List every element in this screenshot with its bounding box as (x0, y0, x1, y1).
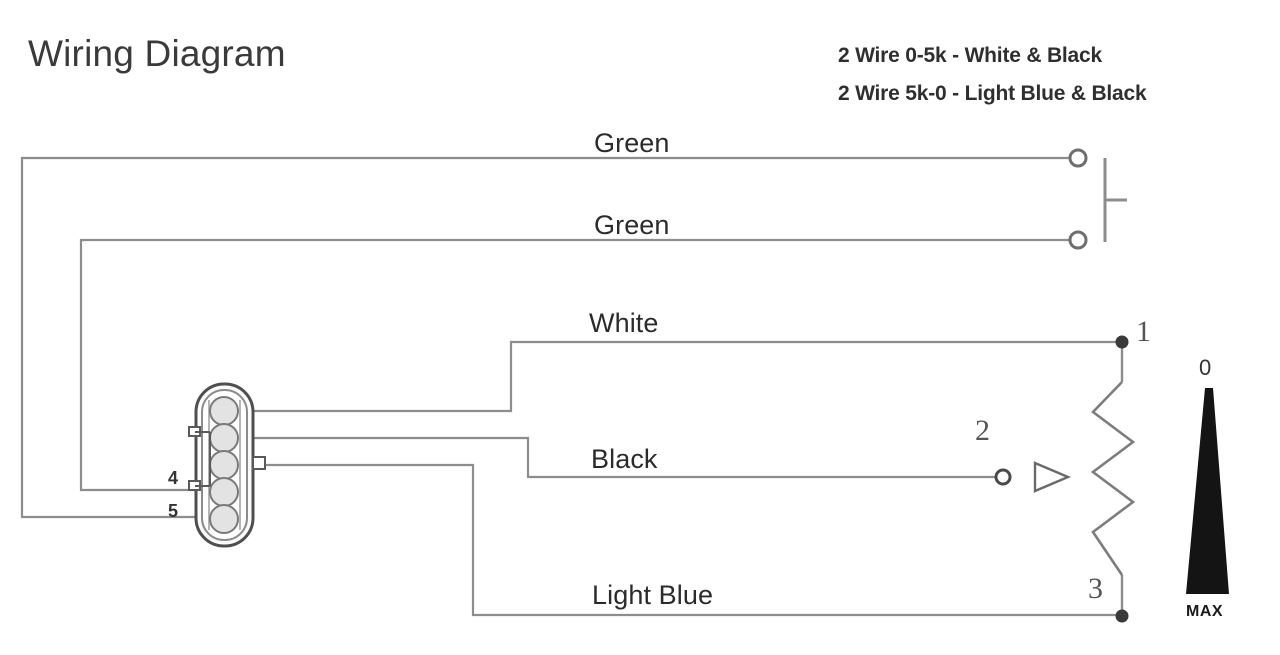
connector-pin-label-4: 4 (168, 468, 179, 488)
terminal-dot-1 (1115, 335, 1129, 349)
wire-green-lower (79, 238, 1080, 492)
scale-label-zero: 0 (1199, 355, 1212, 380)
wiper-arrow-icon (1033, 461, 1072, 493)
contact-terminal-upper (1068, 148, 1088, 168)
wire-label-black: Black (591, 444, 658, 474)
legend-line-1: 2 Wire 0-5k - White & Black (838, 44, 1102, 67)
wiper-dot (994, 468, 1012, 486)
terminal-dot-3 (1115, 609, 1129, 623)
wire-white (250, 340, 1124, 413)
wire-black (250, 436, 1005, 479)
connector-tab-right (252, 456, 266, 470)
legend-line-2: 2 Wire 5k-0 - Light Blue & Black (838, 82, 1147, 105)
wire-green-upper (20, 156, 1080, 519)
page-title: Wiring Diagram (28, 33, 286, 74)
connector-pin-1 (209, 396, 239, 426)
wire-label-white: White (589, 308, 659, 338)
wire-label-green-lower: Green (594, 210, 670, 240)
connector-pin-2 (209, 423, 239, 453)
wire-label-light-blue: Light Blue (592, 580, 714, 610)
scale-label-max: MAX (1186, 603, 1224, 620)
connector-body (188, 382, 266, 548)
scale-wedge (1186, 388, 1229, 594)
contact-switch-symbol (1068, 148, 1127, 250)
terminal-label-1: 1 (1136, 315, 1151, 348)
connector-pin-label-5: 5 (168, 501, 179, 521)
connector-pin-4 (209, 477, 239, 507)
contact-terminal-lower (1068, 230, 1088, 250)
resistor-zigzag (1090, 381, 1136, 576)
wire-label-green-upper: Green (594, 128, 670, 158)
connector-pin-3 (209, 450, 239, 480)
wire-light-blue (250, 463, 1124, 617)
potentiometer-symbol (994, 335, 1136, 623)
terminal-label-2: 2 (975, 414, 990, 447)
terminal-label-3: 3 (1088, 572, 1103, 605)
connector-pin-5 (209, 504, 239, 534)
